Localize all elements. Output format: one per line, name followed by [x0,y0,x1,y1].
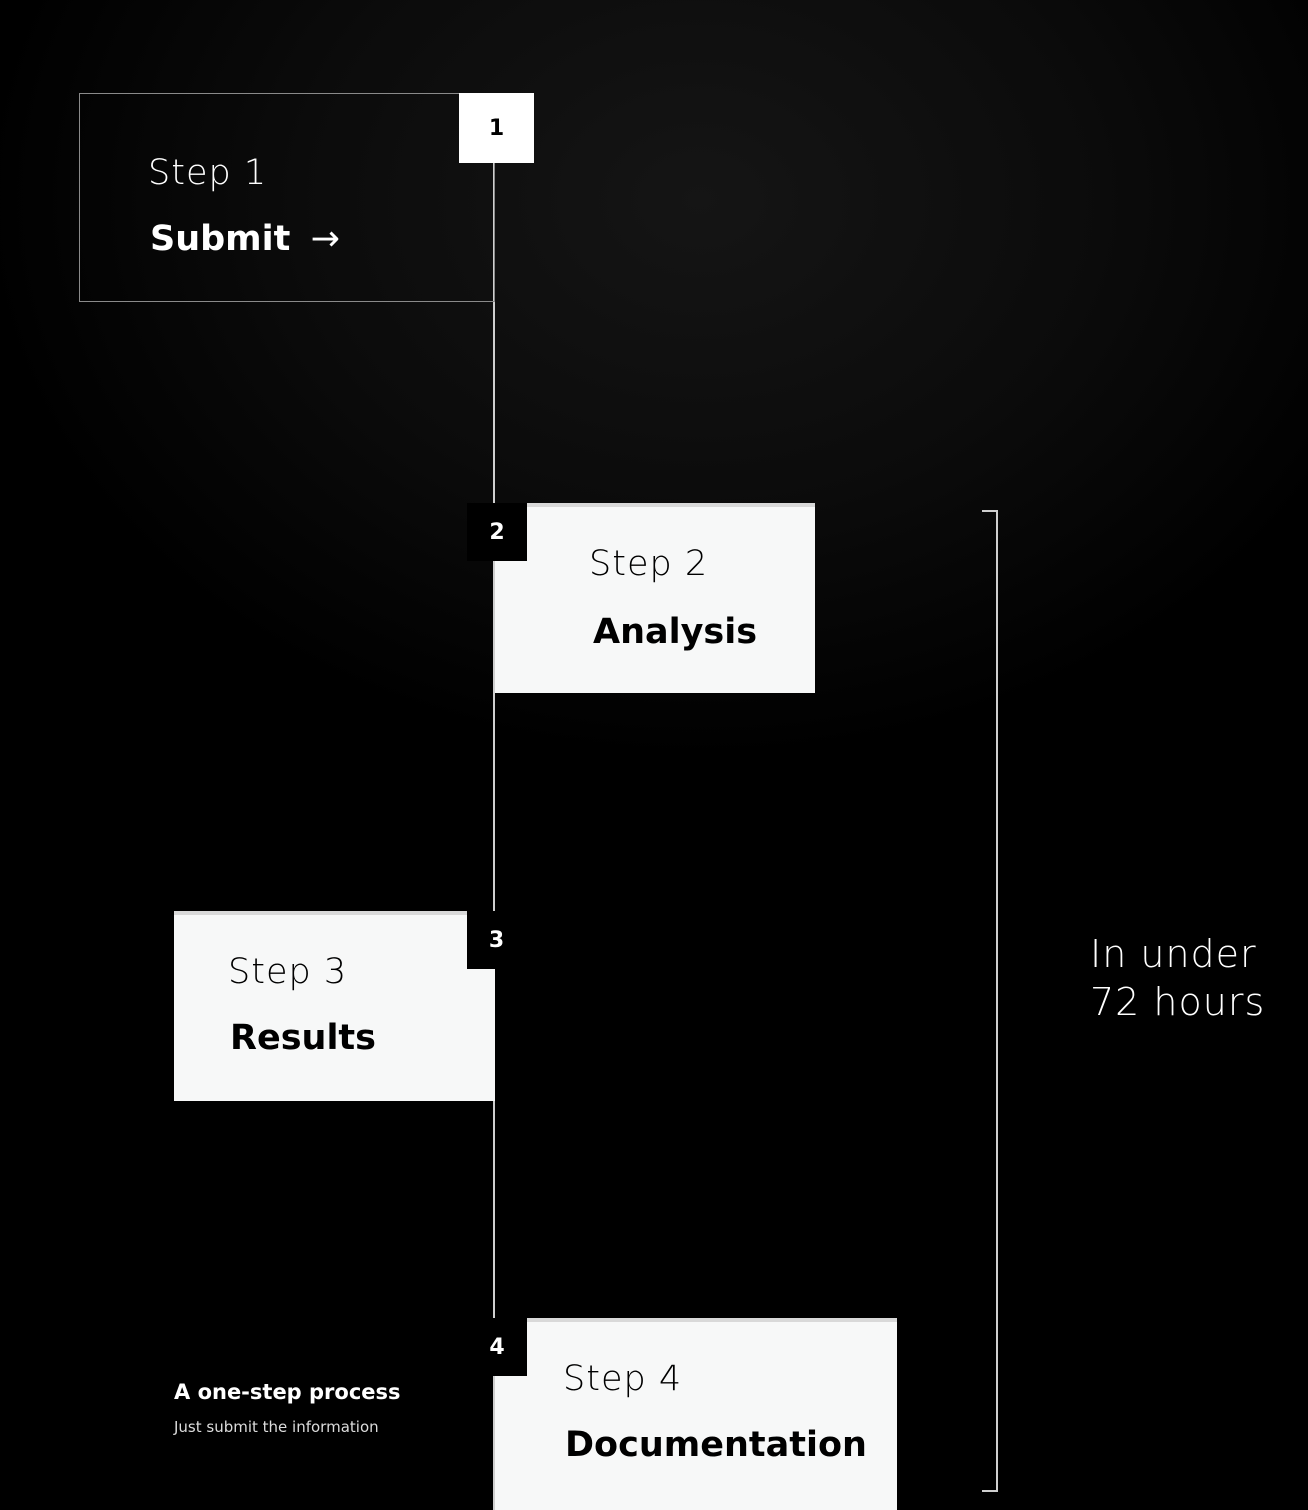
caption-subtitle: Just submit the information [174,1418,379,1436]
step-1-label: Step 1 [148,153,268,193]
step-4-card[interactable]: Step 4 Documentation [495,1318,897,1510]
step-1-title-text: Submit [150,219,291,259]
step-1-title[interactable]: Submit → [150,222,340,257]
step-3-title: Results [230,1018,376,1058]
step-4-title: Documentation [565,1425,867,1465]
step-2-card[interactable]: Step 2 Analysis [495,503,815,693]
step-1-card[interactable]: Step 1 Submit → [79,93,495,302]
step-2-label: Step 2 [589,544,709,584]
step-3-label: Step 3 [228,952,348,992]
duration-line-2: 72 hours [1090,980,1266,1024]
step-4-label: Step 4 [563,1359,683,1399]
step-3-card[interactable]: Step 3 Results [174,911,495,1101]
timeline-line [493,162,495,1510]
step-4-number-badge: 4 [467,1318,527,1376]
duration-line-1: In under [1090,932,1257,976]
arrow-right-icon: → [310,219,340,259]
step-1-number-badge: 1 [459,93,534,163]
step-3-number-badge: 3 [467,911,526,969]
step-2-number-badge: 2 [467,503,527,561]
caption-title: A one-step process [174,1380,401,1404]
duration-text: In under 72 hours [1090,930,1265,1026]
duration-bracket [982,510,998,1492]
step-2-title: Analysis [593,612,758,652]
